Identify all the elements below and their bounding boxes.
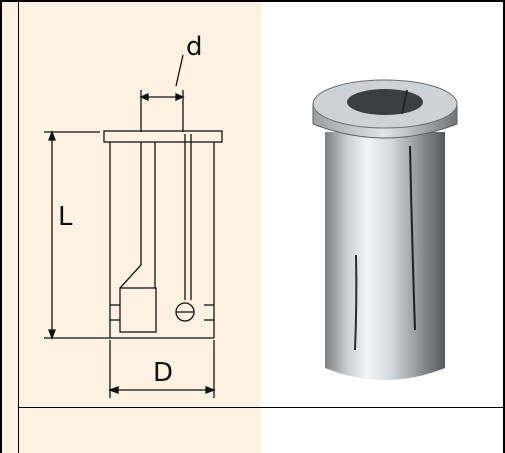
diameter-arrow-right <box>205 386 216 394</box>
length-label: L <box>58 202 73 232</box>
sleeve-body <box>325 132 445 380</box>
flange-slot <box>401 89 408 115</box>
bore-taper-left <box>119 264 142 289</box>
screw-seat <box>119 287 157 333</box>
bore-diameter-label: d <box>186 32 203 62</box>
drawing-panel <box>2 2 261 453</box>
l-arrow-bottom <box>48 329 56 340</box>
bottom-guide-line <box>18 407 503 408</box>
sleeve-flange <box>103 130 223 143</box>
d-arrow-left <box>139 93 149 101</box>
sleeve-slot-main <box>409 145 416 331</box>
sleeve-bore-opening <box>347 89 423 115</box>
left-guide-line <box>18 2 19 453</box>
diameter-arrow-left <box>108 386 119 394</box>
d-leader-line <box>175 54 184 87</box>
d-arrow-right <box>175 93 185 101</box>
outer-diameter-label: D <box>153 358 174 388</box>
l-arrow-top <box>48 130 56 141</box>
sleeve-slot-lower <box>354 254 358 351</box>
